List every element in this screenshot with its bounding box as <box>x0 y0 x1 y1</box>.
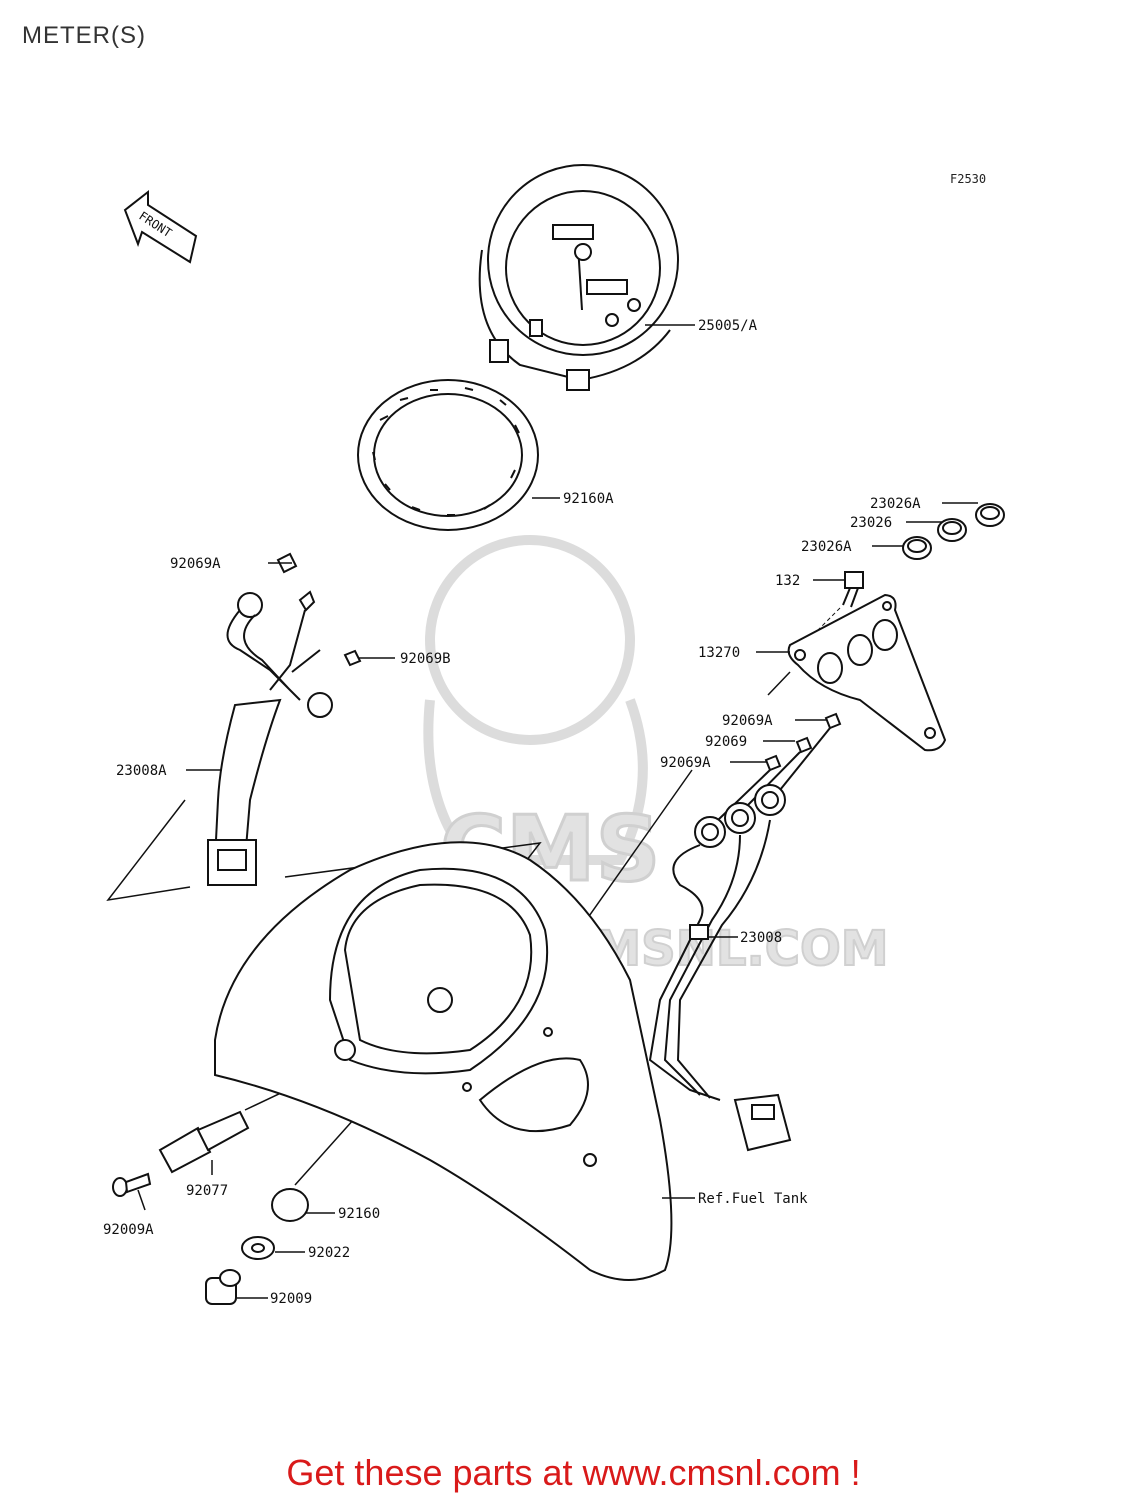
indicator-bulbs <box>694 712 842 848</box>
meter-gasket <box>357 379 539 531</box>
part-label: 92069 <box>705 734 747 750</box>
part-label: 92022 <box>308 1245 350 1261</box>
indicator-caps <box>902 503 1005 560</box>
wire-harness-23008A <box>207 552 362 886</box>
part-label: 25005/A <box>698 318 758 334</box>
front-arrow-icon: FRONT <box>123 189 198 264</box>
part-label: 92160 <box>338 1206 380 1222</box>
part-label: Ref.Fuel Tank <box>698 1191 808 1207</box>
wire-harness-23008 <box>648 819 792 1152</box>
part-label: 23008 <box>740 930 782 946</box>
part-label: 23026A <box>801 539 852 555</box>
hardware-parts <box>112 1110 309 1305</box>
get-parts-link[interactable]: Get these parts at www.cmsnl.com ! <box>286 1452 861 1493</box>
indicator-bracket <box>787 593 947 752</box>
figure-code: F2530 <box>950 172 987 186</box>
part-label: 92069A <box>170 556 221 572</box>
part-label: 92069B <box>400 651 451 667</box>
leader-p17 <box>137 1189 146 1211</box>
part-label: 132 <box>775 573 800 589</box>
fuel-tank-cover <box>214 841 673 1281</box>
part-label: 92009 <box>270 1291 312 1307</box>
bolt-132 <box>842 571 864 608</box>
part-label: 23008A <box>116 763 167 779</box>
page-title: METER(S) <box>22 22 146 49</box>
speedometer-assembly <box>478 164 679 391</box>
part-label: 92069A <box>660 755 711 771</box>
part-label: 92069A <box>722 713 773 729</box>
part-label: 23026 <box>850 515 892 531</box>
part-label: 92009A <box>103 1222 154 1238</box>
part-label: 23026A <box>870 496 921 512</box>
part-label: 13270 <box>698 645 740 661</box>
part-label: 92160A <box>563 491 614 507</box>
part-label: 92077 <box>186 1183 228 1199</box>
